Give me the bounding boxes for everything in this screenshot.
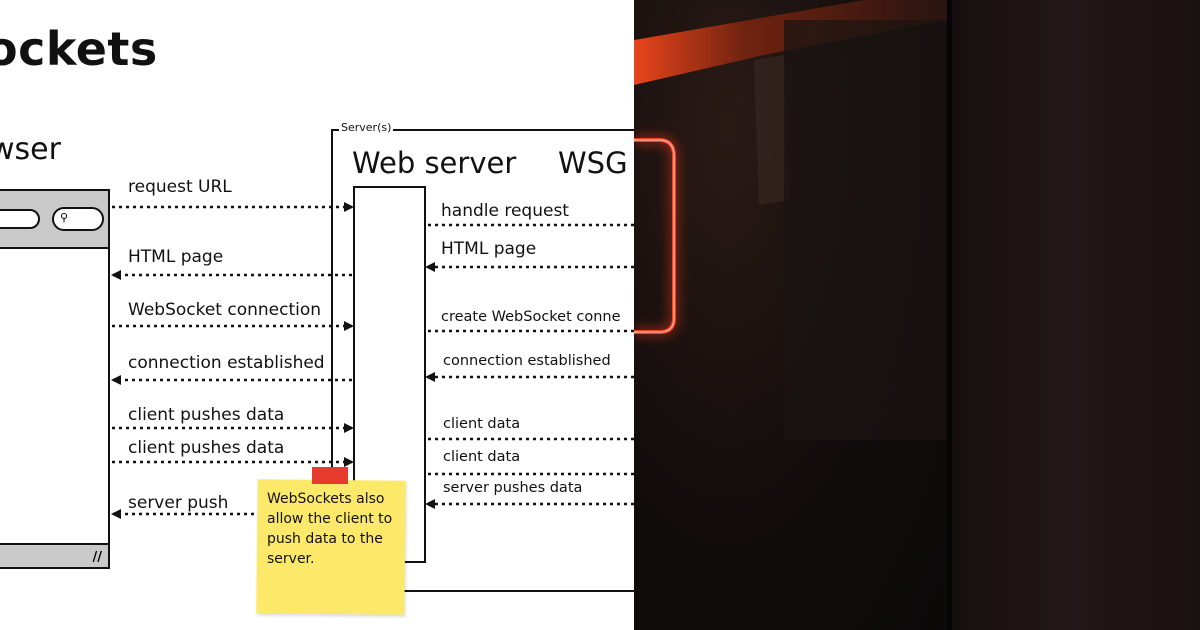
sticky-note-tape — [312, 467, 348, 484]
msg-request-url: request URL — [128, 177, 232, 197]
msg-create-websocket: create WebSocket conne — [441, 309, 621, 325]
msg-handle-request: handle request — [441, 201, 569, 221]
msg-html-page-wsgi: HTML page — [441, 239, 537, 259]
magnifier-icon: ⚲ — [60, 211, 69, 224]
msg-websocket-connection: WebSocket connection — [128, 300, 322, 320]
web-server-label: Web server — [352, 146, 517, 180]
msg-connection-established: connection established — [128, 353, 325, 373]
dark-photo-panel — [634, 0, 1200, 630]
photo-divider — [947, 0, 952, 630]
neon-photo — [634, 0, 947, 630]
msg-server-push: server push — [128, 493, 229, 513]
browser-label: wser — [0, 132, 61, 167]
msg-html-page: HTML page — [128, 247, 224, 267]
msg-client-data-2: client data — [443, 449, 521, 465]
server-group-box — [331, 129, 634, 592]
neon-sign-graphic — [634, 0, 947, 440]
msg-client-pushes-data-2: client pushes data — [128, 438, 285, 458]
resize-grip-icon: // — [92, 550, 103, 565]
browser-window: ⚲ // — [0, 189, 110, 569]
sticky-note-text: WebSockets also allow the client to push… — [267, 491, 393, 567]
browser-statusbar: // — [0, 543, 108, 567]
browser-search-box: ⚲ — [52, 207, 104, 231]
msg-connection-established-wsgi: connection established — [443, 353, 611, 369]
server-group-caption: Server(s) — [339, 121, 394, 134]
wsgi-label: WSG — [558, 146, 628, 180]
websocket-sequence-diagram: ockets wser ⚲ // Server(s) Web server WS… — [0, 22, 634, 615]
diagram-title: ockets — [0, 22, 158, 76]
browser-toolbar: ⚲ — [0, 191, 108, 249]
msg-client-pushes-data-1: client pushes data — [128, 405, 285, 425]
msg-server-pushes-data: server pushes data — [443, 480, 583, 496]
dark-wall-photo — [952, 0, 1200, 630]
browser-address-bar — [0, 209, 40, 229]
message-arrows — [111, 202, 634, 519]
msg-client-data-1: client data — [443, 416, 521, 432]
